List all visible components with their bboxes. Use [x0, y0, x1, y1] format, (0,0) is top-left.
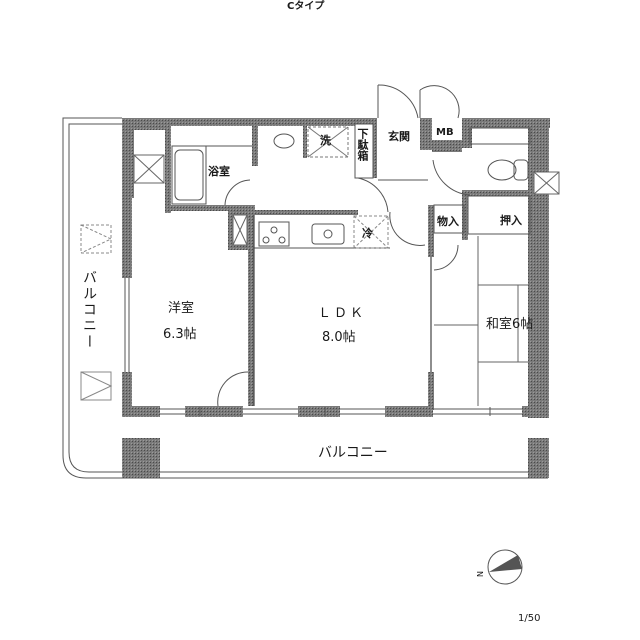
shaft-icon — [133, 154, 560, 246]
label-balcony-south: バルコニー — [318, 445, 388, 461]
plan-type-title: Cタイプ — [287, 1, 325, 12]
evacuation-hatch — [80, 224, 113, 401]
compass-icon — [487, 549, 523, 585]
label-ldk: ＬＤＫ — [318, 306, 367, 321]
label-bath: 浴室 — [208, 165, 230, 178]
label-western-room: 洋室 — [168, 301, 195, 316]
label-western-room-size: 6.3帖 — [163, 327, 197, 342]
scale-label: 1/50 — [518, 613, 541, 624]
label-meter-box: MB — [436, 127, 454, 138]
bath-door-swing — [224, 179, 251, 206]
closet-outline — [433, 195, 531, 235]
label-entrance: 玄関 — [388, 130, 410, 143]
balcony-column-right — [528, 438, 549, 478]
bathtub — [171, 145, 252, 205]
entry-doors — [357, 84, 471, 271]
label-storage: 物入 — [437, 215, 459, 228]
washbasin-icon — [273, 133, 295, 149]
balcony-outline — [62, 117, 548, 479]
compass-north-label: N — [475, 571, 485, 577]
label-balcony-side: バルコニー — [81, 270, 97, 350]
label-fridge: 冷 — [362, 227, 373, 240]
windows — [124, 278, 522, 416]
toilet-icon — [469, 127, 531, 181]
interior-partitions — [253, 215, 432, 406]
label-shoe-box: 下駄箱 — [356, 128, 369, 161]
washer-space — [307, 126, 349, 158]
balcony-column-left — [122, 438, 160, 478]
fridge-space — [353, 215, 389, 249]
shoebox-outline — [354, 123, 374, 179]
western-door-swing — [217, 371, 249, 407]
label-ldk-size: 8.0帖 — [322, 330, 356, 345]
label-japanese-room: 和室6帖 — [486, 317, 534, 332]
label-closet: 押入 — [500, 214, 522, 227]
tatami-mats — [434, 236, 528, 406]
label-washer: 洗 — [320, 134, 331, 147]
exterior-walls — [122, 118, 550, 418]
